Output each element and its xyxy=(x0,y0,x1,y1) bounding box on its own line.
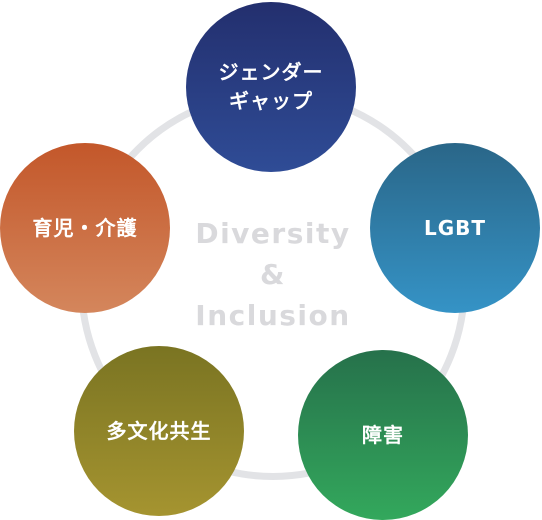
node-multicultural: 多文化共生 xyxy=(74,346,244,516)
node-lgbt: LGBT xyxy=(370,143,540,313)
center-title: Diversity & Inclusion xyxy=(150,213,396,336)
center-title-line-2: & xyxy=(260,258,286,291)
node-gender-gap-label-line-2: ギャップ xyxy=(229,89,313,113)
center-title-line-1: Diversity xyxy=(195,217,351,250)
node-gender-gap-label-line-1: ジェンダー xyxy=(218,60,324,84)
node-childcare-nursing-label: 育児・介護 xyxy=(32,215,138,240)
node-childcare-nursing: 育児・介護 xyxy=(0,143,170,313)
node-lgbt-label: LGBT xyxy=(423,215,487,240)
node-disability: 障害 xyxy=(298,350,468,520)
node-multicultural-label: 多文化共生 xyxy=(106,418,212,443)
node-gender-gap: ジェンダー ギャップ xyxy=(186,2,356,172)
node-disability-label: 障害 xyxy=(362,422,404,447)
center-title-line-3: Inclusion xyxy=(195,299,351,332)
